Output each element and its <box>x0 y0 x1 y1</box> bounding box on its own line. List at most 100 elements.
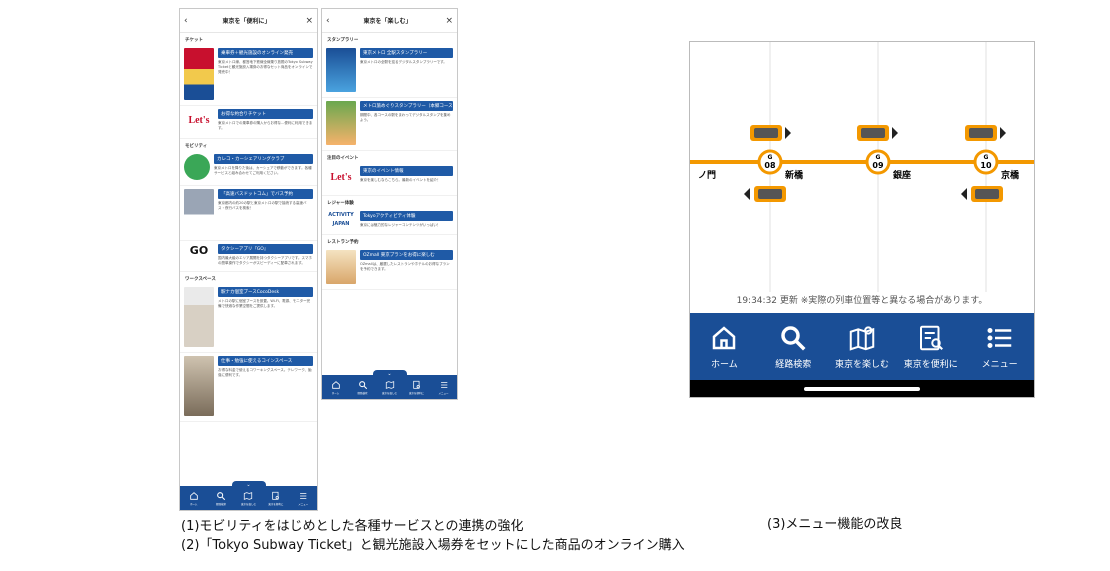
train-marker[interactable] <box>857 125 898 141</box>
train-marker[interactable] <box>965 125 1006 141</box>
list-item[interactable]: 仕事・勉強に使えるコインスペースお得な料金で使えるコワーキングスペース。テレワー… <box>180 353 317 422</box>
tab-convenient[interactable]: 東京を便利に <box>407 380 427 395</box>
item-title: お得な約合りチケット <box>218 109 313 119</box>
tab-convenient[interactable]: 東京を便利に <box>266 491 286 506</box>
home-indicator-bar <box>690 380 1034 397</box>
tab-label: 東京を楽しむ <box>381 391 397 395</box>
tab-route[interactable]: 経路検索 <box>211 491 231 506</box>
item-title: 乗車券＋観光施設のオンライン発売 <box>218 48 313 58</box>
home-icon <box>331 380 340 389</box>
tab-label: ホーム <box>331 391 340 395</box>
train-location-map: G08 G09 G10 ノ門 新橋 銀座 京橋 <box>690 42 1034 310</box>
caption-2: (2)「Tokyo Subway Ticket」と観光施設入場券をセットにした商… <box>181 538 685 553</box>
tab-menu[interactable]: メニュー <box>965 313 1034 380</box>
document-search-icon <box>272 491 279 500</box>
station-number: 09 <box>872 161 884 170</box>
item-desc: メトロの駅に個室ブースを設置。Wi-Fi、電源、モニター完備で快適な作業空間をご… <box>218 299 311 308</box>
train-marker[interactable] <box>750 125 791 141</box>
tab-enjoy[interactable]: 東京を楽しむ <box>380 380 400 395</box>
section-title: モビリティ <box>185 144 208 149</box>
station-name: 新橋 <box>785 169 804 181</box>
phone-screen-convenient: ‹ 東京を「便利に」 × チケット 乗車券＋観光施設のオンライン発売東京メトロ線… <box>179 8 318 511</box>
tab-label: 経路検索 <box>357 391 368 395</box>
section-title: スタンプラリー <box>327 38 359 43</box>
home-icon <box>713 326 736 350</box>
chevron-down-icon[interactable]: ⌄ <box>372 370 407 378</box>
tab-home[interactable]: ホーム <box>690 313 759 380</box>
tab-label: 経路検索 <box>775 360 812 370</box>
list-item[interactable]: 「高速バスドットコム」でバス予約東京都内の約20の駅と東京メトロの駅で接続する高… <box>180 186 317 241</box>
chevron-down-icon[interactable]: ⌄ <box>231 481 266 489</box>
page-title: 東京を「便利に」 <box>222 18 271 25</box>
item-title: 東京メトロ 全駅スタンプラリー <box>360 48 453 58</box>
item-desc: 東京メトロでの乗車券の購入からお得な...便利に利用できます。 <box>218 121 313 130</box>
back-icon[interactable]: ‹ <box>326 15 330 26</box>
station-badge-g08[interactable]: G08 <box>757 149 783 175</box>
item-desc: 東京メトロ線、都営地下鉄線全線乗り放題のTokyo Subway Ticketと… <box>218 60 313 74</box>
tab-route[interactable]: 経路検索 <box>759 313 828 380</box>
station-name: 銀座 <box>893 169 911 181</box>
document-search-icon <box>412 380 420 389</box>
home-indicator[interactable] <box>804 387 920 391</box>
item-desc: 国内最大級のエリア展開を持つタクシーアプリです。スマホの簡単操作でタクシーがスピ… <box>218 256 312 265</box>
list-item[interactable]: カレコ・カーシェアリングクラブ東京メトロを降りた後は、カーシェアで移動ができます… <box>180 151 317 186</box>
tab-label: 経路検索 <box>216 502 227 506</box>
section-title: レジャー体験 <box>327 201 354 206</box>
bottom-nav: ⌄ ホーム 経路検索 東京を楽しむ 東京を便利に メニュー <box>180 481 317 510</box>
header: ‹ 東京を「楽しむ」 × <box>322 9 457 33</box>
list-item[interactable]: Let's お得な約合りチケット東京メトロでの乗車券の購入からお得な...便利に… <box>180 106 317 139</box>
train-marker[interactable] <box>744 186 786 202</box>
tab-home[interactable]: ホーム <box>184 491 204 506</box>
back-icon[interactable]: ‹ <box>184 15 188 26</box>
document-search-icon <box>919 325 943 351</box>
train-marker[interactable] <box>961 186 1003 202</box>
list-item[interactable]: GO タクシーアプリ『GO』国内最大級のエリア展開を持つタクシーアプリです。スマ… <box>180 241 317 272</box>
tab-home[interactable]: ホーム <box>326 380 346 395</box>
item-title: 東京のイベント情報 <box>360 166 453 176</box>
station-number: 10 <box>980 161 992 170</box>
map-icon <box>849 326 875 351</box>
list-item[interactable]: ACTIVITY JAPAN Tokyoアクティビティ体験東京には魅力的なレジャ… <box>322 208 457 235</box>
ticket-thumb <box>184 48 214 100</box>
menu-icon <box>987 328 1011 348</box>
tab-label: ホーム <box>711 360 738 370</box>
tab-route[interactable]: 経路検索 <box>353 380 373 395</box>
line-letter: G <box>876 154 881 161</box>
item-desc: 東京都内の約20の駅と東京メトロの駅で接続する高速バス・夜行バスを検索！ <box>218 201 307 210</box>
stamp-rally-thumb-2 <box>326 101 356 145</box>
tab-menu[interactable]: メニュー <box>434 380 454 395</box>
line-letter: G <box>768 154 773 161</box>
map-icon <box>385 380 394 389</box>
search-icon <box>781 326 806 351</box>
list-item[interactable]: 東京メトロ 全駅スタンプラリー東京メトロの全駅を巡るデジタルスタンプラリーです。 <box>322 45 457 98</box>
page-title: 東京を「楽しむ」 <box>363 18 412 25</box>
item-title: メトロ旅めぐりスタンプラリー（本郷コース・銀座コース） <box>360 101 453 111</box>
station-badge-g10[interactable]: G10 <box>973 149 999 175</box>
tab-convenient[interactable]: 東京を便利に <box>896 313 965 380</box>
bottom-nav: ⌄ ホーム 経路検索 東京を楽しむ 東京を便利に メニュー <box>322 370 457 399</box>
item-title: カレコ・カーシェアリングクラブ <box>214 154 313 164</box>
caption-block: (1)モビリティをはじめとした各種サービスとの連携の強化 (2)「Tokyo S… <box>181 517 685 555</box>
list-item[interactable]: Let's 東京のイベント情報東京を楽しむならこちら。最新のイベントを紹介！ <box>322 163 457 196</box>
section-title: ワークスペース <box>185 277 216 282</box>
tab-menu[interactable]: メニュー <box>293 491 313 506</box>
bottom-nav: ホーム 経路検索 東京を楽しむ 東京を便利に メニュー <box>690 313 1034 380</box>
item-desc: 東京メトロの全駅を巡るデジタルスタンプラリーです。 <box>360 60 447 64</box>
tab-label: メニュー <box>981 360 1018 370</box>
tab-label: メニュー <box>298 502 309 506</box>
item-title: OZmall 東京プランをお得に楽しむ <box>360 250 453 260</box>
lets-logo: Let's <box>188 115 210 126</box>
list-item[interactable]: 乗車券＋観光施設のオンライン発売東京メトロ線、都営地下鉄線全線乗り放題のToky… <box>180 45 317 106</box>
tab-enjoy[interactable]: 東京を楽しむ <box>828 313 897 380</box>
close-icon[interactable]: × <box>445 15 453 26</box>
list-item[interactable]: メトロ旅めぐりスタンプラリー（本郷コース・銀座コース）期間中、各コースの駅をまわ… <box>322 98 457 151</box>
tab-enjoy[interactable]: 東京を楽しむ <box>238 491 258 506</box>
station-name: 京橋 <box>1001 169 1020 181</box>
close-icon[interactable]: × <box>305 15 313 26</box>
tab-label: ホーム <box>189 502 198 506</box>
careco-logo <box>184 154 210 180</box>
station-badge-g09[interactable]: G09 <box>865 149 891 175</box>
